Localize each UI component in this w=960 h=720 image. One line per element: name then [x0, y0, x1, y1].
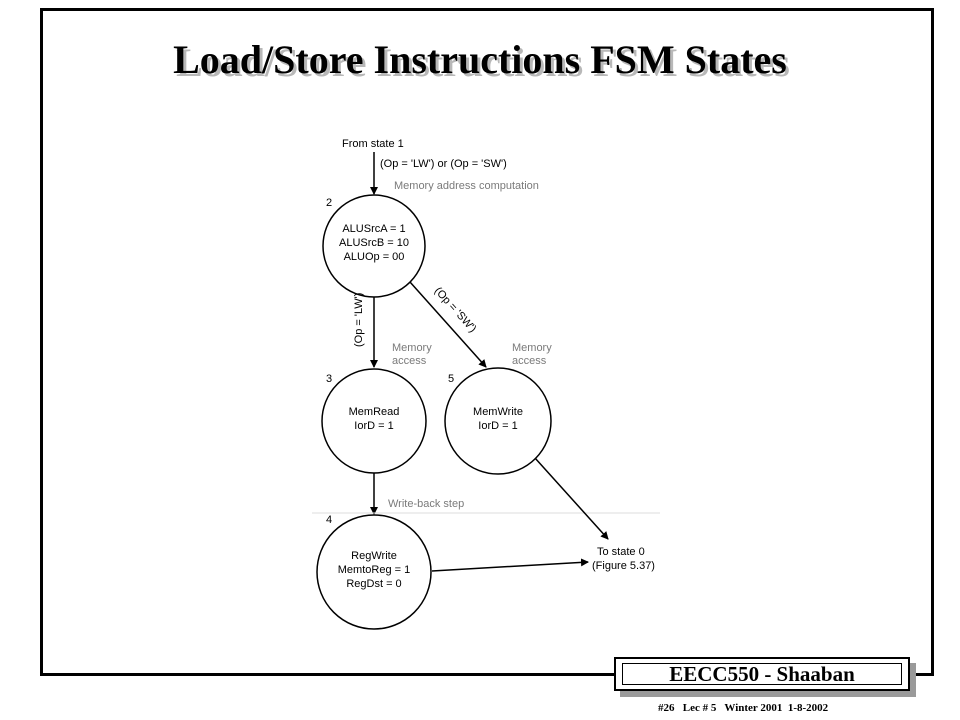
state-3-number: 3	[326, 373, 332, 385]
state-4-circle	[316, 514, 432, 630]
state-4-line-2: MemtoReg = 1	[338, 564, 410, 576]
slide-frame	[40, 8, 934, 676]
state-4-number: 4	[326, 514, 332, 526]
write-back-note: Write-back step	[388, 498, 464, 510]
sw-transition-arrow	[409, 281, 487, 368]
badge-text: EECC550 - Shaaban	[622, 662, 902, 686]
state-3-line-1: MemRead	[349, 406, 400, 418]
slide-title: Load/Store Instructions FSM States	[173, 37, 787, 82]
fsm-diagram: From state 1 (Op = 'LW') or (Op = 'SW') …	[312, 138, 660, 630]
memory-access-right-note-2: access	[512, 355, 547, 367]
lw-condition-label: (Op = 'LW')	[353, 293, 365, 347]
state-5-line-2: IorD = 1	[478, 420, 517, 432]
course-badge: EECC550 - Shaaban	[614, 657, 916, 697]
address-computation-note: Memory address computation	[394, 180, 539, 192]
slide-footer: #26 Lec # 5 Winter 2001 1-8-2002	[658, 702, 829, 714]
exit-label-line-1: To state 0	[597, 546, 645, 558]
memory-access-left-note-1: Memory	[392, 342, 432, 354]
state-2-line-1: ALUSrcA = 1	[342, 223, 405, 235]
entry-condition: (Op = 'LW') or (Op = 'SW')	[380, 158, 507, 170]
state-3-line-2: IorD = 1	[354, 420, 393, 432]
exit-label-line-2: (Figure 5.37)	[592, 560, 655, 572]
state-5-circle	[444, 367, 552, 475]
state-5-line-1: MemWrite	[473, 406, 523, 418]
entry-from-label: From state 1	[342, 138, 404, 150]
state-5-number: 5	[448, 373, 454, 385]
state-4-line-3: RegDst = 0	[346, 578, 401, 590]
badge-box: EECC550 - Shaaban	[614, 657, 910, 691]
state-4-exit-arrow	[431, 558, 589, 572]
state-4-line-1: RegWrite	[351, 550, 397, 562]
state-2-line-3: ALUOp = 00	[344, 251, 405, 263]
state-5-exit-arrow	[534, 457, 609, 540]
sw-condition-label: (Op = 'SW')	[432, 285, 479, 335]
state-2-number: 2	[326, 197, 332, 209]
state-2-line-2: ALUSrcB = 10	[339, 237, 409, 249]
memory-access-right-note-1: Memory	[512, 342, 552, 354]
memory-access-left-note-2: access	[392, 355, 427, 367]
